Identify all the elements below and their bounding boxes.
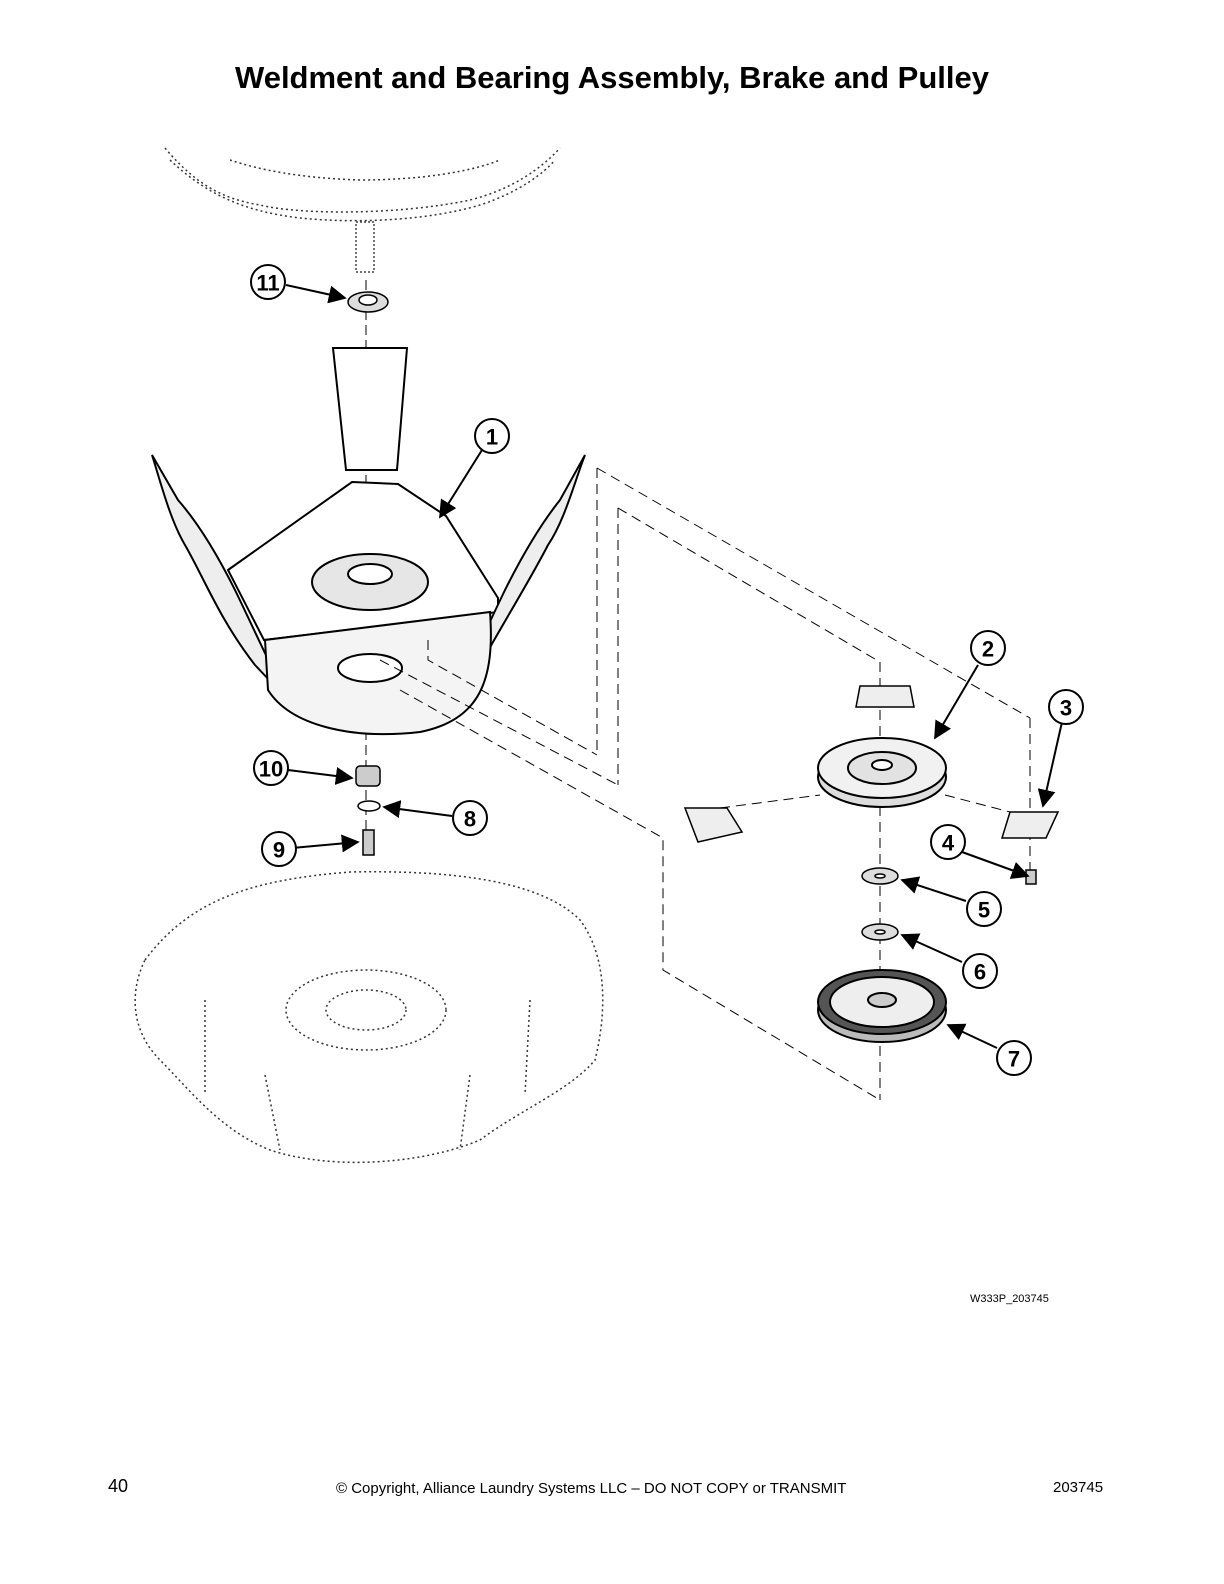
tub-outline bbox=[164, 147, 561, 222]
callout-8: 8 bbox=[464, 807, 476, 832]
callout-leaders bbox=[285, 284, 1063, 1049]
callout-7: 7 bbox=[1008, 1047, 1020, 1072]
base-outline bbox=[134, 871, 604, 1164]
callout-10: 10 bbox=[259, 757, 283, 782]
copyright-notice: © Copyright, Alliance Laundry Systems LL… bbox=[336, 1480, 847, 1497]
bearing-part bbox=[347, 291, 389, 313]
page-number: 40 bbox=[108, 1476, 129, 1496]
page-title: Weldment and Bearing Assembly, Brake and… bbox=[235, 60, 989, 95]
callout-5: 5 bbox=[978, 898, 990, 923]
callout-4: 4 bbox=[942, 831, 955, 856]
shaft bbox=[355, 221, 375, 273]
brake-pads bbox=[683, 685, 1060, 843]
callout-3: 3 bbox=[1060, 696, 1072, 721]
washers bbox=[861, 867, 1037, 941]
callout-11: 11 bbox=[256, 271, 279, 296]
figure-code: W333P_203745 bbox=[970, 1293, 1049, 1305]
callout-circles bbox=[250, 264, 1084, 1076]
motor-pulley-part bbox=[817, 969, 947, 1043]
document-number: 203745 bbox=[1053, 1479, 1104, 1496]
weldment-part bbox=[151, 347, 586, 736]
lower-hardware bbox=[355, 765, 381, 856]
callout-2: 2 bbox=[982, 637, 994, 662]
callout-1: 1 bbox=[486, 425, 498, 450]
brake-pulley-part bbox=[817, 737, 947, 808]
callout-6: 6 bbox=[974, 960, 986, 985]
alignment-lines bbox=[379, 467, 1031, 1101]
callout-9: 9 bbox=[273, 838, 285, 863]
